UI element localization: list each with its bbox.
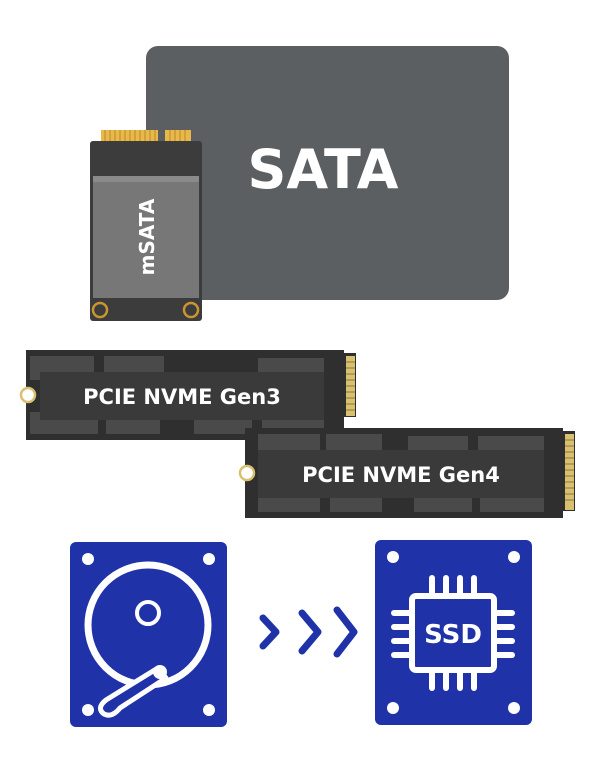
hdd-arm <box>98 665 169 718</box>
nvme-gen4-gold-contacts <box>565 434 574 510</box>
nvme-gen3-stick: PCIE NVME Gen3 <box>19 350 356 440</box>
chevron-right-icon <box>259 606 358 658</box>
msata-chip <box>93 176 199 298</box>
nvme-gen3-sticker <box>40 372 324 420</box>
hdd-spindle <box>135 600 161 626</box>
ssd-label: SSD <box>424 620 482 650</box>
nvme-gen4-label: PCIE NVME Gen4 <box>302 463 500 487</box>
sata-drive-body <box>146 46 509 300</box>
nvme-gen4-stick: PCIE NVME Gen4 <box>238 428 575 518</box>
msata-card: mSATA <box>90 130 202 321</box>
ssd-chip-body <box>409 593 497 673</box>
sata-drive: SATA <box>146 46 509 300</box>
msata-label: mSATA <box>135 198 159 275</box>
hdd-icon <box>70 542 227 727</box>
nvme-gen4-notch <box>238 464 256 482</box>
ssd-chip-icon: SSD <box>375 540 532 725</box>
nvme-gen3-notch <box>19 386 37 404</box>
msata-screw-holes <box>91 301 200 319</box>
nvme-gen4-sticker <box>258 450 544 498</box>
sata-label: SATA <box>248 138 399 201</box>
hdd-tile <box>70 542 227 727</box>
nvme-gen3-label: PCIE NVME Gen3 <box>83 385 281 409</box>
